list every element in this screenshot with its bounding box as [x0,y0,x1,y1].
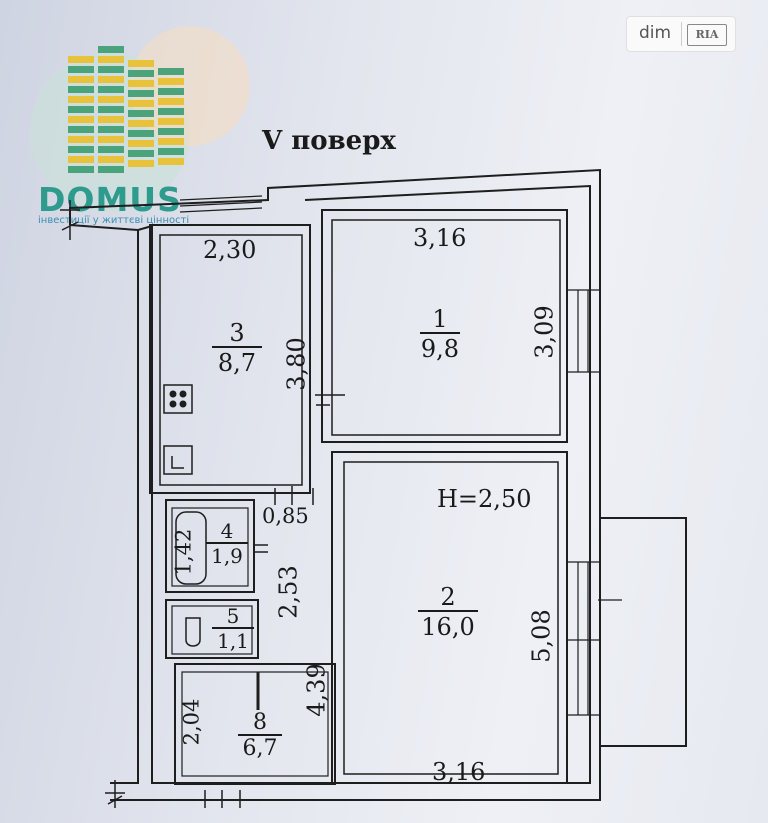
outer-wall-inner [151,184,591,784]
domus-logo: DOMUS інвестиції у життєві цінності [10,12,250,226]
room-8-outline [174,663,336,785]
dim-corridor-upper: 2,53 [274,565,303,619]
room-5-number: 5 [212,605,254,629]
balcony-outline [599,517,687,747]
badge-dim-text: dim [639,23,672,43]
room-8-area: 6,7 [242,736,278,761]
room-2-area: 16,0 [421,613,475,641]
room-4-outline [165,499,255,593]
room-2-outline [331,451,568,784]
dim-room3-width: 2,30 [203,236,257,264]
room-2-label: 2 16,0 [418,584,478,642]
room-1-label: 1 9,8 [420,306,460,364]
bathtub-icon [175,511,207,585]
dim-room4-length: 1,42 [171,528,196,576]
room-8-number: 8 [238,712,282,736]
stove-icon [163,384,193,414]
room-4-number: 4 [206,520,248,544]
room-5-area: 1,1 [217,629,249,653]
dim-ria-badge[interactable]: dim RIA [626,16,736,52]
stair-landing [69,224,153,232]
room-3-outline [149,224,311,494]
room-2-number: 2 [418,584,478,612]
room-3-label: 3 8,7 [212,320,262,378]
room-3-number: 3 [212,320,262,348]
dim-room8-width: 2,04 [179,698,204,746]
badge-separator [681,22,682,46]
dim-corridor-width: 0,85 [262,504,309,528]
dim-corridor-lower: 4,39 [302,663,331,717]
room-1-number: 1 [420,306,460,334]
sink-icon [163,445,193,475]
badge-ria-logo: RIA [687,24,727,46]
toilet-icon [185,617,201,647]
room-1-outline [321,209,568,443]
room-5-outline [165,599,259,659]
logo-brand: DOMUS [38,180,182,219]
room-1-area: 9,8 [420,335,460,363]
room-4-label: 4 1,9 [206,520,248,568]
dim-room2-length: 5,08 [527,609,556,663]
room-5-label: 5 1,1 [212,605,254,653]
room-8-label: 8 6,7 [238,712,282,762]
logo-tagline: інвестиції у життєві цінності [38,215,190,226]
floor-title: V поверх [262,126,396,156]
ceiling-height: Н=2,50 [437,485,532,513]
room-3-area: 8,7 [217,349,257,377]
dim-room2-width: 3,16 [432,758,486,786]
room-4-area: 1,9 [211,544,243,568]
dim-room3-length: 3,80 [282,337,311,391]
dim-room1-width: 3,16 [413,224,467,252]
dim-room1-length: 3,09 [530,305,559,359]
